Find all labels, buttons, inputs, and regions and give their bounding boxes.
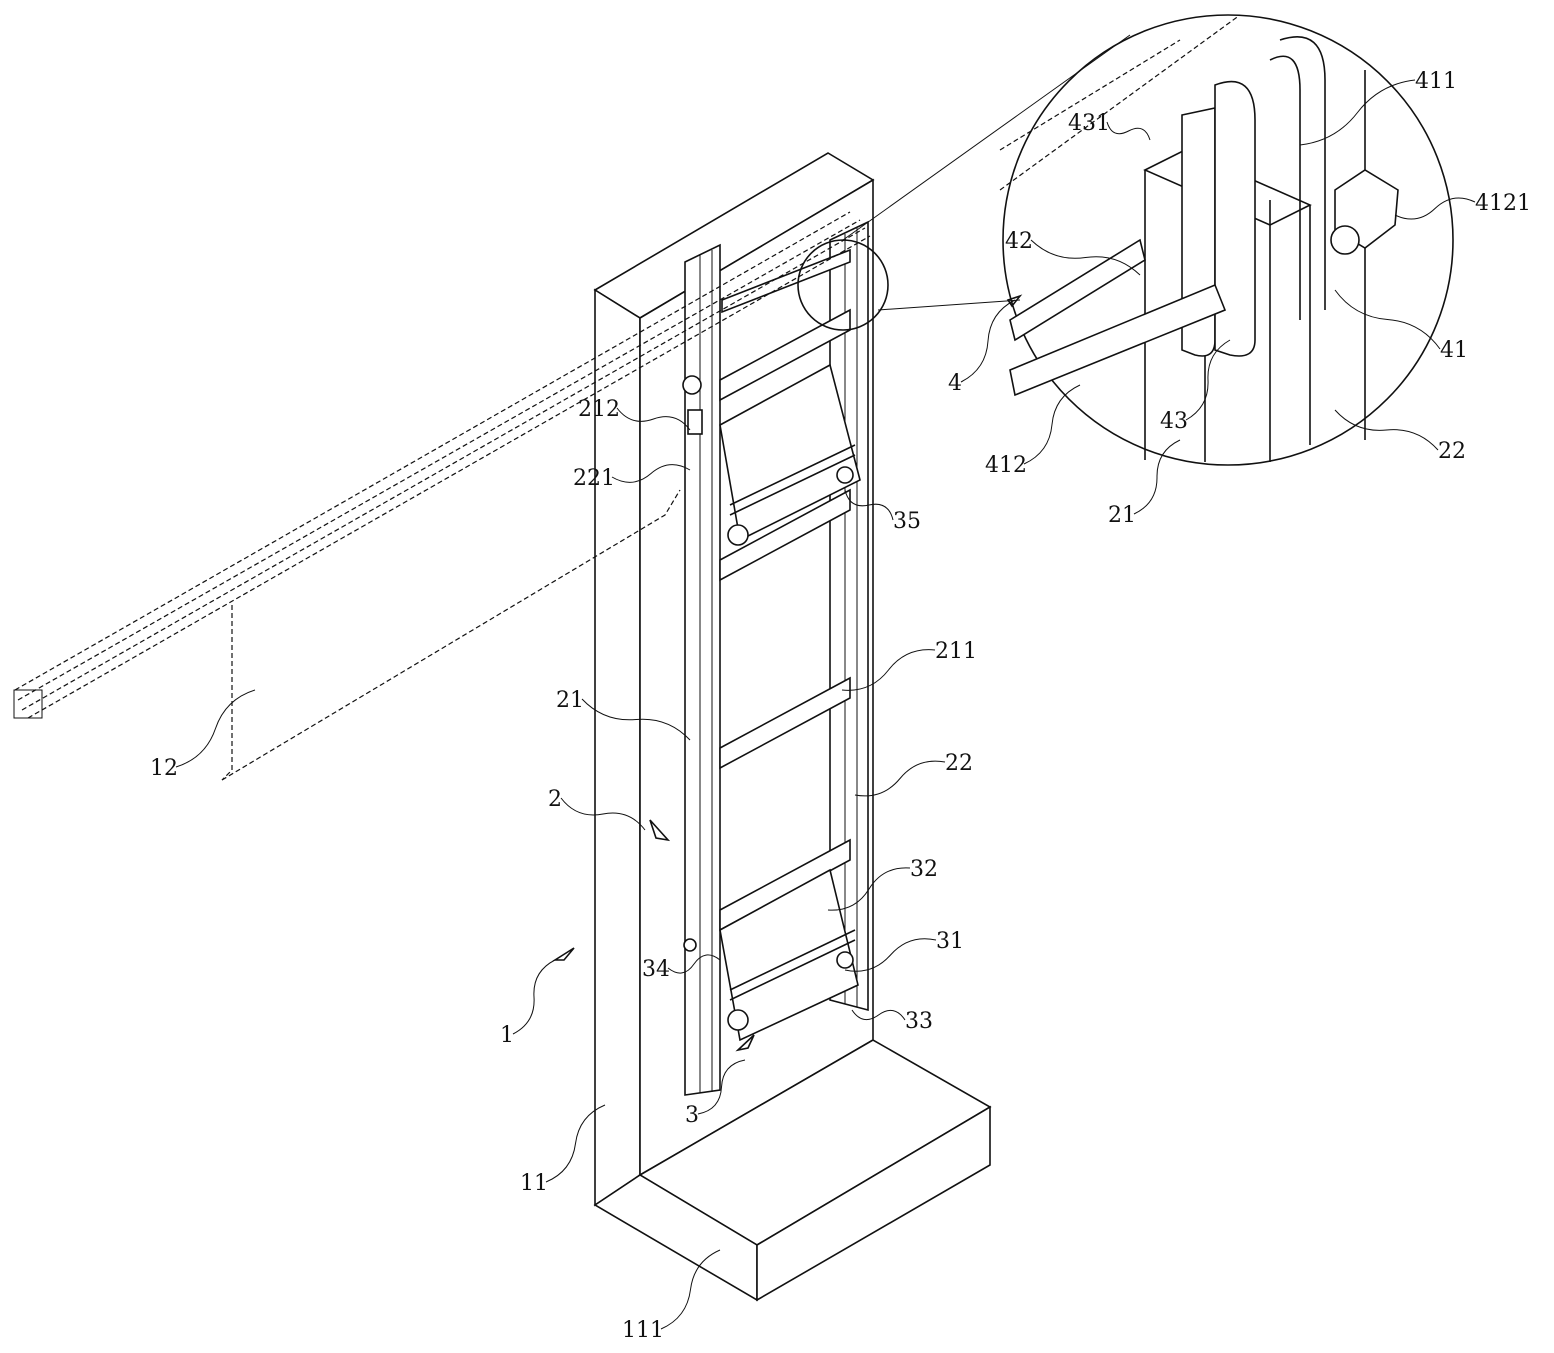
reference-label-41: 41 <box>1440 338 1468 363</box>
reference-label-111: 111 <box>622 1318 664 1343</box>
reference-label-412: 412 <box>985 453 1027 478</box>
leader-line-4 <box>961 300 1015 382</box>
reference-label-212: 212 <box>578 397 620 422</box>
reference-label-33: 33 <box>905 1009 933 1034</box>
leader-line-21-detail <box>1134 440 1180 514</box>
reference-label-35: 35 <box>893 509 921 534</box>
leader-line-12 <box>176 690 255 767</box>
reference-label-43: 43 <box>1160 409 1188 434</box>
reference-label-21-detail: 21 <box>1108 503 1136 528</box>
reference-label-4: 4 <box>948 371 962 396</box>
leader-line-4121 <box>1395 198 1475 219</box>
reference-label-1: 1 <box>500 1023 514 1048</box>
leader-line-411 <box>1300 80 1415 145</box>
reference-label-21: 21 <box>556 688 584 713</box>
reference-label-4121: 4121 <box>1475 191 1531 216</box>
leader-line-41 <box>1335 290 1440 349</box>
reference-label-431: 431 <box>1068 111 1110 136</box>
reference-label-42: 42 <box>1005 229 1033 254</box>
reference-label-32: 32 <box>910 857 938 882</box>
reference-label-31: 31 <box>936 929 964 954</box>
reference-label-11: 11 <box>520 1171 548 1196</box>
detail-callout <box>798 15 1453 465</box>
reference-label-22-detail: 22 <box>1438 439 1466 464</box>
leader-line-22-detail <box>1335 410 1438 450</box>
detail-contents <box>1000 15 1398 462</box>
reference-label-34: 34 <box>642 957 670 982</box>
leader-line-412 <box>1024 385 1080 464</box>
reference-label-211: 211 <box>935 639 977 664</box>
reference-label-3: 3 <box>685 1103 699 1128</box>
reference-label-12: 12 <box>150 756 178 781</box>
leader-line-431 <box>1107 122 1150 140</box>
reference-label-22: 22 <box>945 751 973 776</box>
reference-label-221: 221 <box>573 466 615 491</box>
reference-label-411: 411 <box>1415 69 1457 94</box>
reference-label-2: 2 <box>548 787 562 812</box>
leader-line-1 <box>513 960 555 1034</box>
